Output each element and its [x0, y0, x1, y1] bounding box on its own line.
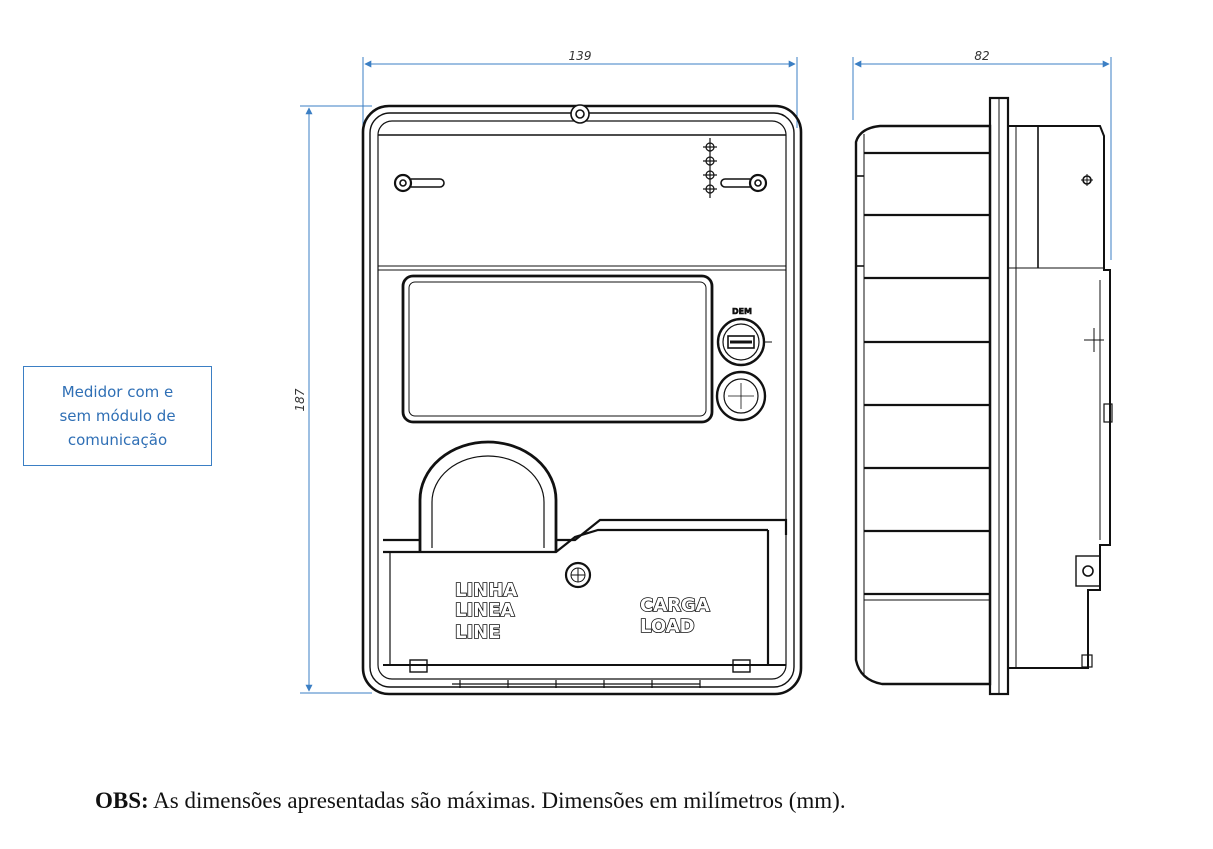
- callout-line-3: comunicação: [67, 431, 168, 449]
- side-view: [854, 96, 1113, 696]
- load-label-en: LOAD: [640, 616, 695, 637]
- indicator-leds: [703, 138, 717, 198]
- terminal-seal-screw: [564, 561, 592, 589]
- scroll-button: [715, 370, 767, 422]
- optical-port-arch: [418, 440, 558, 552]
- line-label-es: LINEA: [455, 600, 515, 621]
- width-dimension-label: 139: [569, 49, 592, 63]
- callout-line-1: Medidor com e: [61, 383, 174, 401]
- dimensions-note: OBS: As dimensões apresentadas são máxim…: [95, 788, 1195, 814]
- load-label-pt: CARGA: [640, 595, 710, 616]
- height-dimension: [300, 105, 372, 694]
- bottom-terminal-slots: [452, 680, 701, 688]
- front-view: [361, 104, 803, 696]
- callout-line-2: sem módulo de: [59, 407, 176, 425]
- top-seal-screw: [570, 104, 590, 124]
- display-window: [401, 274, 714, 424]
- depth-dimension-label: 82: [974, 49, 989, 63]
- meter-info-callout: Medidor com e sem módulo de comunicação: [23, 366, 212, 466]
- note-text: As dimensões apresentadas são máximas. D…: [148, 788, 846, 813]
- terminal-cover: [383, 518, 788, 665]
- height-dimension-label: 187: [293, 388, 307, 411]
- right-mounting-slot: [720, 173, 768, 193]
- depth-dimension: [852, 57, 1112, 260]
- dem-label: DEM: [732, 307, 752, 316]
- side-ribs: [864, 151, 990, 596]
- line-label-en: LINE: [455, 622, 501, 643]
- left-mounting-slot: [393, 173, 445, 193]
- dem-reset-button: [716, 317, 772, 367]
- line-label-pt: LINHA: [455, 580, 517, 601]
- note-prefix: OBS:: [95, 788, 149, 813]
